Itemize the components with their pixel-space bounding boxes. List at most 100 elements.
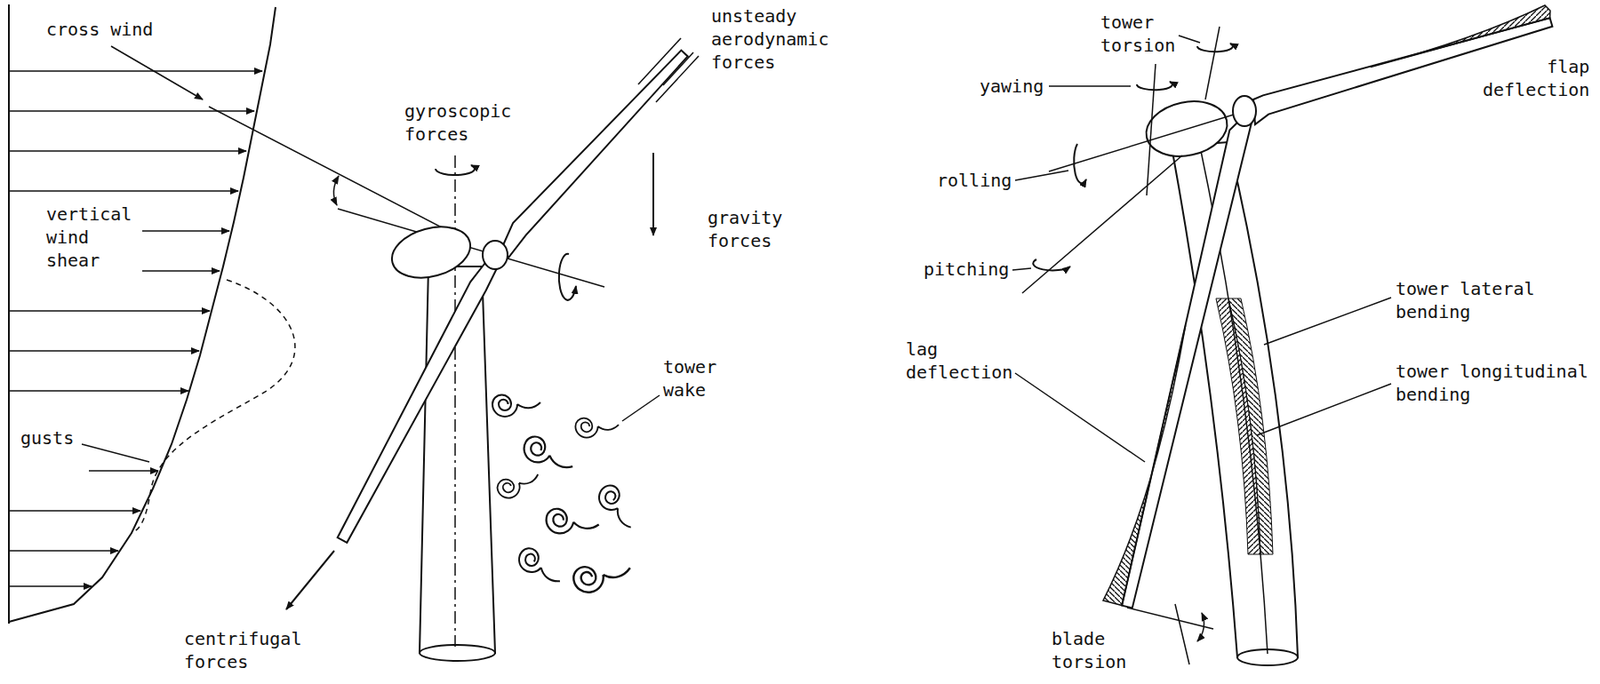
blade — [337, 264, 498, 544]
callout-label: tower longitudinal bending — [1395, 360, 1594, 407]
label-anchor: tower torsion — [1100, 10, 1181, 57]
wind-arrow — [8, 310, 210, 312]
callout-label: pitching — [923, 257, 1015, 281]
leader-line — [1178, 35, 1200, 43]
rotation-arrow — [1197, 43, 1233, 52]
hub — [1232, 96, 1256, 127]
leader-line — [1015, 170, 1069, 181]
pitch-axis — [1022, 155, 1183, 294]
aero-force-line — [638, 38, 681, 85]
leader-line — [622, 395, 660, 422]
callout-label: blade torsion — [1051, 627, 1132, 674]
label-anchor: vertical wind shear — [46, 202, 137, 272]
label-anchor: tower longitudinal bending — [1395, 360, 1594, 407]
wind-arrows — [8, 71, 263, 587]
shear-profile — [8, 7, 276, 623]
callout-label: gyroscopic forces — [404, 99, 517, 146]
callout-label: yawing — [979, 74, 1049, 98]
profile-axis — [8, 4, 10, 624]
leader-line — [1264, 297, 1392, 345]
gravity-arrow — [652, 152, 655, 236]
wind-arrow — [8, 390, 189, 392]
callout-label: lag deflection — [905, 337, 1018, 384]
leader-line — [81, 444, 150, 463]
tower — [1171, 142, 1298, 658]
label-anchor: flap deflection — [1477, 55, 1590, 102]
flap-deflection-hatch — [1370, 5, 1551, 68]
aero-force-line — [663, 52, 694, 86]
callout-label: rolling — [936, 168, 1017, 192]
label-anchor: gravity forces — [707, 206, 788, 253]
label-anchor: pitching — [923, 257, 1015, 281]
lag-deflection-hatch — [1103, 325, 1186, 606]
rotation-arrow — [559, 254, 576, 301]
wind-arrow — [8, 190, 239, 192]
leader-line — [111, 46, 203, 100]
rotation-arrow — [1073, 144, 1087, 184]
callout-label: tower wake — [663, 355, 722, 402]
callout-label: tower torsion — [1100, 10, 1181, 57]
label-anchor: unsteady aerodynamic forces — [711, 4, 834, 74]
vortex — [513, 544, 565, 592]
wind-arrow — [8, 550, 119, 552]
leader-line — [1012, 268, 1032, 271]
label-anchor: gusts — [20, 426, 85, 450]
label-anchor: cross wind — [46, 17, 169, 41]
aero-force-line — [656, 56, 699, 103]
wind-arrow — [142, 270, 220, 272]
wind-arrow — [8, 585, 92, 588]
vortex — [575, 418, 619, 439]
torsion-arrow — [1197, 613, 1205, 642]
label-anchor: tower lateral bending — [1395, 277, 1541, 324]
blade — [1121, 122, 1252, 608]
torsion-line — [1127, 608, 1214, 630]
yaw-angle-arc — [333, 176, 339, 206]
callout-label: vertical wind shear — [46, 202, 137, 272]
label-anchor: blade torsion — [1051, 627, 1132, 674]
tower-base — [419, 645, 496, 662]
torsion-line — [1175, 604, 1190, 665]
yaw-axis — [1146, 64, 1156, 196]
blade — [503, 50, 688, 258]
wind-arrow — [142, 230, 230, 232]
label-anchor: yawing — [979, 74, 1049, 98]
vortex — [519, 432, 577, 480]
leader-line — [1048, 85, 1131, 88]
bending-hatch — [1228, 298, 1273, 555]
callout-label: gusts — [20, 426, 85, 450]
callout-label: cross wind — [46, 17, 169, 41]
gust-profile — [131, 280, 296, 534]
wind-arrow — [88, 470, 159, 472]
hub — [482, 240, 508, 270]
callout-label: unsteady aerodynamic forces — [711, 4, 834, 74]
label-anchor: rolling — [936, 168, 1017, 192]
blade — [1253, 17, 1552, 125]
vortex — [492, 395, 541, 418]
leader-line — [1256, 384, 1392, 436]
wind-arrow — [8, 70, 263, 72]
vortex — [571, 559, 633, 595]
label-anchor: centrifugal forces — [184, 627, 307, 674]
rotation-arrow — [1032, 259, 1071, 271]
wind-arrow — [8, 150, 247, 152]
rotation-arrow — [1136, 81, 1173, 90]
callout-label: tower lateral bending — [1395, 277, 1541, 324]
vortex — [495, 468, 543, 502]
label-anchor: gyroscopic forces — [404, 99, 517, 146]
wind-arrow — [8, 350, 200, 352]
leader-line — [1015, 373, 1145, 463]
label-anchor: tower wake — [663, 355, 722, 402]
centrifugal-arrow — [286, 551, 335, 610]
torsion-axis — [1205, 26, 1220, 100]
label-anchor: lag deflection — [905, 337, 1018, 384]
rotation-arrow — [435, 165, 475, 176]
nacelle — [386, 218, 477, 286]
callout-label: flap deflection — [1477, 55, 1590, 102]
vortex — [594, 482, 638, 536]
vortex — [544, 507, 600, 541]
callout-label: gravity forces — [707, 206, 788, 253]
tower-wake-vortices — [492, 395, 638, 596]
